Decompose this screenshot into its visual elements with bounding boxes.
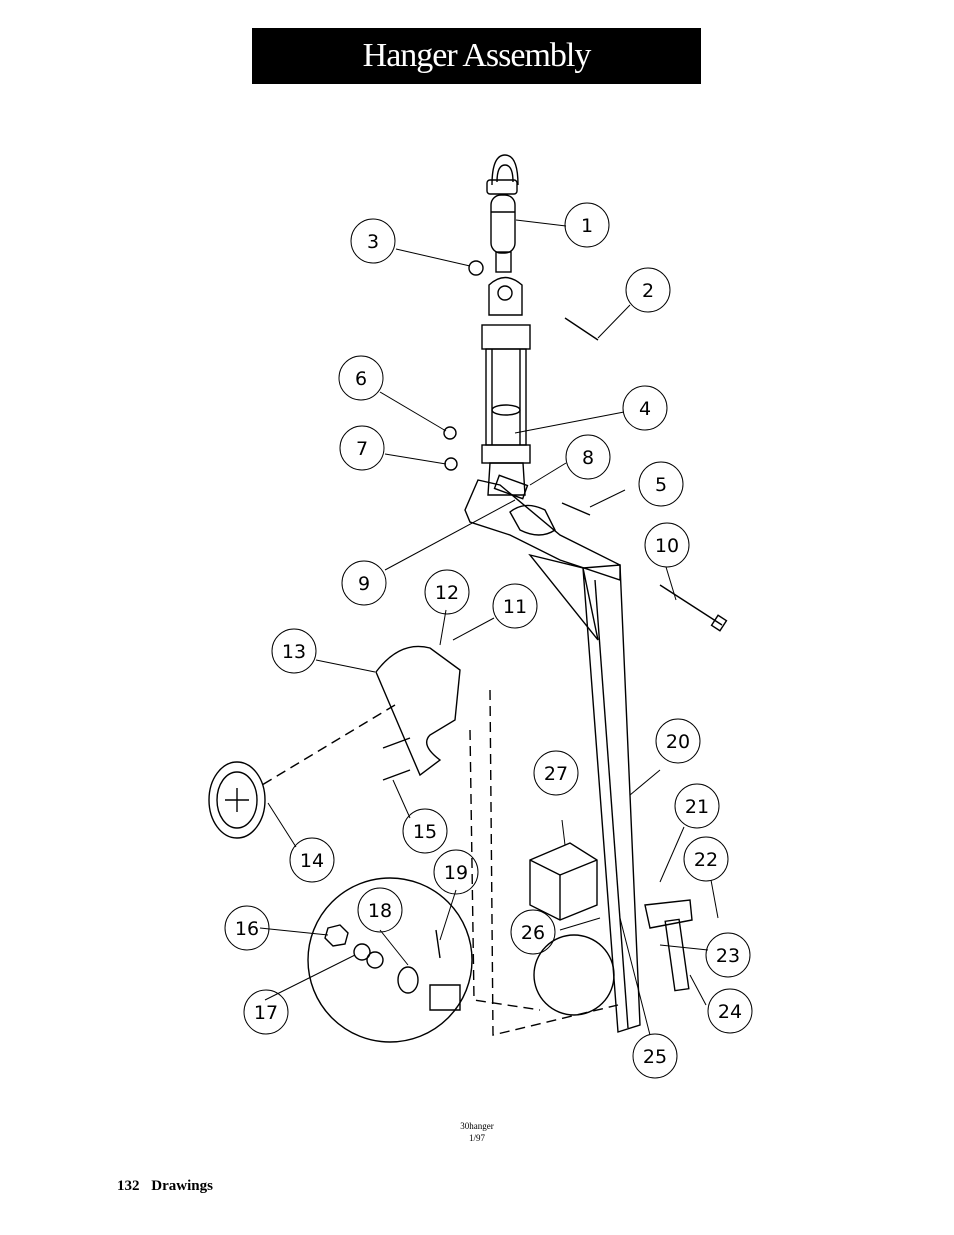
- clevis-bolt: [564, 317, 599, 341]
- detail-fitting: [429, 984, 461, 1011]
- svg-text:10: 10: [655, 535, 679, 557]
- callout-22: 22: [683, 836, 729, 882]
- detail-view-circle-small: [533, 934, 615, 1016]
- svg-text:27: 27: [544, 763, 568, 785]
- callout-23: 23: [705, 932, 751, 978]
- corner-gusset: [528, 553, 599, 641]
- svg-text:2: 2: [642, 280, 654, 302]
- callout-25: 25: [632, 1033, 678, 1079]
- svg-text:9: 9: [358, 573, 370, 595]
- load-cell: [490, 194, 516, 254]
- callout-1: 1: [564, 202, 610, 248]
- callout-14: 14: [289, 837, 335, 883]
- callout-24: 24: [707, 988, 753, 1034]
- callout-17: 17: [243, 989, 289, 1035]
- clevis-pin: [493, 474, 529, 500]
- callout-11: 11: [492, 583, 538, 629]
- lower-clevis: [487, 462, 526, 496]
- svg-text:6: 6: [355, 368, 367, 390]
- cylinder-bottom-cap: [481, 444, 531, 464]
- upper-clevis: [488, 276, 523, 316]
- top-shackle: [491, 154, 519, 186]
- callout-13: 13: [271, 628, 317, 674]
- svg-text:13: 13: [282, 641, 306, 663]
- callout-10: 10: [644, 522, 690, 568]
- callout-16: 16: [224, 905, 270, 951]
- svg-text:20: 20: [666, 731, 690, 753]
- callout-7: 7: [339, 425, 385, 471]
- cylinder-top-cap: [481, 324, 531, 350]
- callout-19: 19: [433, 849, 479, 895]
- svg-text:16: 16: [235, 918, 259, 940]
- nut-7: [444, 457, 458, 471]
- parts-linework: [208, 154, 728, 1043]
- svg-text:22: 22: [694, 849, 718, 871]
- page-footer: 132 Drawings: [117, 1178, 221, 1195]
- leader-lines: [259, 219, 719, 1036]
- svg-text:21: 21: [685, 796, 709, 818]
- valve-block: [529, 842, 598, 921]
- svg-text:1: 1: [581, 215, 593, 237]
- callout-20: 20: [655, 718, 701, 764]
- drawing-file-date: 1/97: [468, 1133, 485, 1143]
- callouts: 1 2 3 4 5 6 7 8 9 10 11 12 13 14 15 16 1…: [224, 202, 753, 1079]
- hanger-main-leg: [582, 564, 641, 1033]
- swivel-top: [486, 179, 518, 195]
- svg-text:25: 25: [643, 1046, 667, 1068]
- callout-2: 2: [625, 267, 671, 313]
- callout-27: 27: [533, 750, 579, 796]
- dial-indicator: [208, 761, 266, 839]
- svg-text:18: 18: [368, 900, 392, 922]
- callout-21: 21: [674, 783, 720, 829]
- svg-text:11: 11: [503, 596, 527, 618]
- svg-text:15: 15: [413, 821, 437, 843]
- callout-9: 9: [341, 560, 387, 606]
- page-number: 132: [117, 1178, 140, 1194]
- turnbuckle: [664, 918, 690, 992]
- svg-text:17: 17: [254, 1002, 278, 1024]
- callout-26: 26: [510, 909, 556, 955]
- drawing-file-name: 30hanger: [460, 1121, 494, 1131]
- svg-text:4: 4: [639, 398, 651, 420]
- pin-bolt: [561, 502, 591, 516]
- dial-bracket: [375, 645, 461, 777]
- svg-text:19: 19: [444, 862, 468, 884]
- nut-6: [443, 426, 457, 440]
- rod-end: [495, 251, 512, 273]
- svg-text:3: 3: [367, 231, 379, 253]
- callout-6: 6: [338, 355, 384, 401]
- page-title-text: Hanger Assembly: [362, 37, 592, 74]
- callout-15: 15: [402, 808, 448, 854]
- svg-text:5: 5: [655, 474, 667, 496]
- svg-text:12: 12: [435, 582, 459, 604]
- page-title: Hanger Assembly: [252, 28, 701, 84]
- detail-nut: [324, 924, 349, 947]
- callout-12: 12: [424, 569, 470, 615]
- callout-4: 4: [622, 385, 668, 431]
- detail-view-circle: [307, 877, 473, 1043]
- svg-text:7: 7: [356, 438, 368, 460]
- svg-text:24: 24: [718, 1001, 742, 1023]
- callout-8: 8: [565, 434, 611, 480]
- svg-text:14: 14: [300, 850, 324, 872]
- callout-18: 18: [357, 887, 403, 933]
- callout-5: 5: [638, 461, 684, 507]
- section-name: Drawings: [151, 1178, 213, 1194]
- svg-text:23: 23: [716, 945, 740, 967]
- callout-3: 3: [350, 218, 396, 264]
- svg-text:26: 26: [521, 922, 545, 944]
- svg-text:8: 8: [582, 447, 594, 469]
- long-bolt: [659, 584, 723, 626]
- nut-3: [468, 260, 484, 276]
